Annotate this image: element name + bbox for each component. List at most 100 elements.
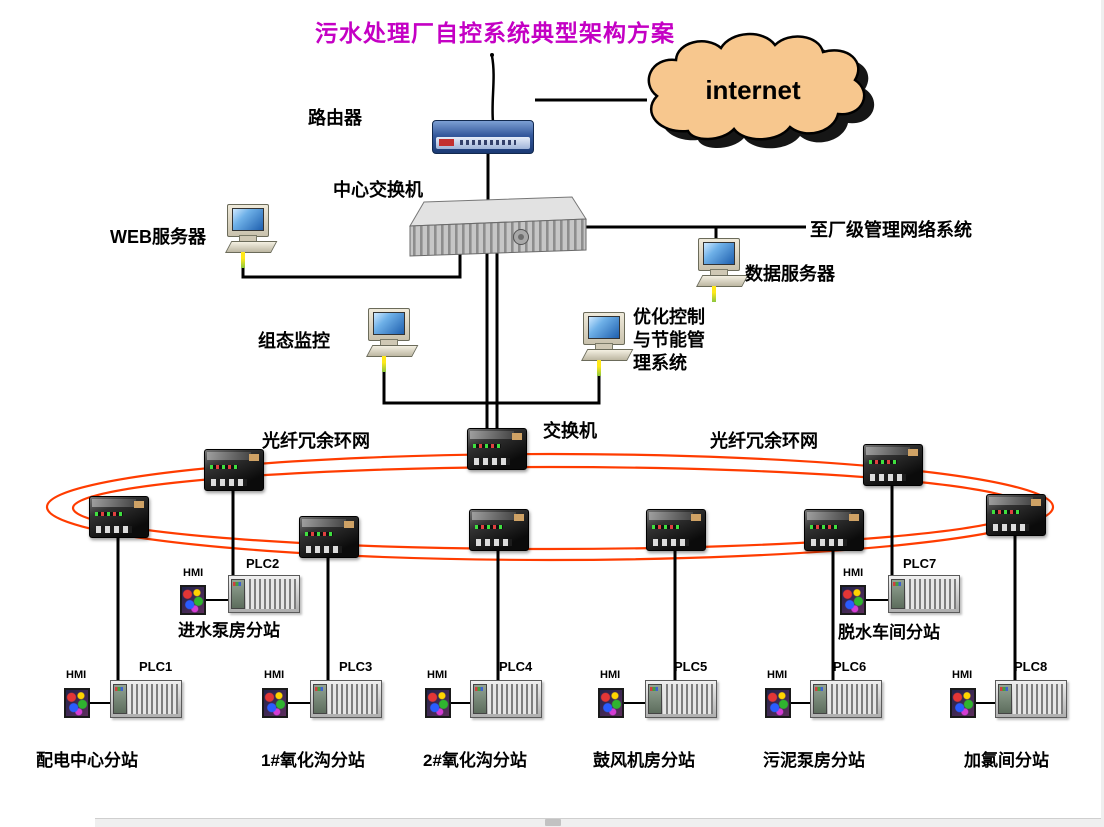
plc-rack-plc4[interactable] bbox=[470, 680, 542, 718]
data-server-icon[interactable] bbox=[693, 238, 749, 302]
hmi-plc-links bbox=[90, 599, 996, 704]
plc-label: PLC3 bbox=[339, 659, 373, 674]
internet-cloud[interactable]: internet bbox=[647, 32, 875, 149]
plc-cpu-module bbox=[113, 684, 127, 714]
plc-rack-plc8[interactable] bbox=[995, 680, 1067, 718]
plc-label: PLC6 bbox=[833, 659, 867, 674]
switch-tag bbox=[908, 449, 918, 456]
switch-ports bbox=[993, 524, 1029, 531]
ring-switch-left-upper[interactable] bbox=[204, 449, 264, 491]
network-cable bbox=[712, 286, 716, 302]
window-right-edge bbox=[1101, 0, 1104, 827]
crt-monitor bbox=[698, 238, 740, 271]
station-name: 污泥泵房分站 bbox=[763, 751, 865, 770]
switch-ports bbox=[870, 474, 906, 481]
page-title: 污水处理厂自控系统典型架构方案 bbox=[315, 21, 675, 46]
optimize-workstation-icon[interactable] bbox=[578, 312, 634, 376]
switch-tag bbox=[134, 501, 144, 508]
switch-tag bbox=[344, 521, 354, 528]
switch-top-highlight bbox=[472, 512, 516, 520]
plc-status-leds bbox=[475, 687, 483, 691]
plc-card-slots bbox=[246, 579, 296, 609]
plc-card-slots bbox=[663, 684, 713, 714]
plc-cpu-module bbox=[313, 684, 327, 714]
keyboard bbox=[581, 349, 634, 361]
keyboard bbox=[366, 345, 419, 357]
station-name: 进水泵房分站 bbox=[178, 621, 280, 640]
ring-switch-right[interactable] bbox=[804, 509, 864, 551]
plant-network-label: 至厂级管理网络系统 bbox=[810, 220, 972, 240]
switch-ports bbox=[476, 539, 512, 546]
scada-monitor-label: 组态监控 bbox=[258, 331, 330, 351]
ring-switch-center[interactable] bbox=[469, 509, 529, 551]
router-brand-badge bbox=[439, 139, 454, 146]
switch-leds bbox=[652, 525, 680, 529]
plc-rack-plc5[interactable] bbox=[645, 680, 717, 718]
horizontal-scrollbar[interactable] bbox=[95, 818, 1104, 827]
switch-tag bbox=[514, 514, 524, 521]
plc-cpu-module bbox=[473, 684, 487, 714]
internet-label: internet bbox=[705, 75, 801, 105]
switch-tag bbox=[512, 433, 522, 440]
hmi-screen-plc7[interactable] bbox=[840, 585, 866, 615]
crt-monitor bbox=[227, 204, 269, 237]
plc-label: PLC5 bbox=[674, 659, 708, 674]
station-name: 鼓风机房分站 bbox=[593, 751, 695, 770]
switch-leds bbox=[475, 525, 503, 529]
data-server-label: 数据服务器 bbox=[745, 264, 835, 284]
optimize-label-line2: 与节能管 bbox=[633, 330, 705, 350]
keyboard bbox=[225, 241, 278, 253]
ring-switch-left-lower[interactable] bbox=[299, 516, 359, 558]
web-server-icon[interactable] bbox=[222, 204, 278, 268]
cloud-shape bbox=[647, 32, 866, 141]
router-device[interactable] bbox=[432, 120, 534, 154]
ring-switch-right-lower[interactable] bbox=[646, 509, 706, 551]
hmi-screen-plc2[interactable] bbox=[180, 585, 206, 615]
scrollbar-thumb[interactable] bbox=[545, 819, 561, 826]
ring-switch-far-left[interactable] bbox=[89, 496, 149, 538]
plc-rack-plc6[interactable] bbox=[810, 680, 882, 718]
central-switch-label: 中心交换机 bbox=[333, 180, 423, 200]
switch-leds bbox=[210, 465, 238, 469]
ring-switch-right-upper[interactable] bbox=[863, 444, 923, 486]
switch-tag bbox=[849, 514, 859, 521]
scada-workstation-icon[interactable] bbox=[363, 308, 419, 372]
switch-tag bbox=[691, 514, 701, 521]
central-switch-device[interactable] bbox=[409, 196, 587, 257]
router-antenna-icon bbox=[490, 53, 495, 123]
switch-ports bbox=[211, 479, 247, 486]
station-name: 加氯间分站 bbox=[964, 751, 1049, 770]
hmi-label: HMI bbox=[952, 669, 973, 681]
hmi-screen-plc3[interactable] bbox=[262, 688, 288, 718]
plc-rack-plc7[interactable] bbox=[888, 575, 960, 613]
hmi-screen-plc1[interactable] bbox=[64, 688, 90, 718]
hmi-label: HMI bbox=[66, 669, 87, 681]
plc-status-leds bbox=[815, 687, 823, 691]
optimize-label-line1: 优化控制 bbox=[633, 307, 705, 327]
plc-status-leds bbox=[1000, 687, 1008, 691]
plc-rack-plc3[interactable] bbox=[310, 680, 382, 718]
plc-status-leds bbox=[650, 687, 658, 691]
hmi-screen-plc8[interactable] bbox=[950, 688, 976, 718]
plc-rack-plc2[interactable] bbox=[228, 575, 300, 613]
plc-label: PLC7 bbox=[903, 556, 937, 571]
station-name: 脱水车间分站 bbox=[838, 623, 940, 642]
ring-switch-top[interactable] bbox=[467, 428, 527, 470]
plc-cpu-module bbox=[648, 684, 662, 714]
plc-card-slots bbox=[828, 684, 878, 714]
plc-card-slots bbox=[906, 579, 956, 609]
ring-switch-far-right[interactable] bbox=[986, 494, 1046, 536]
router-ports bbox=[460, 140, 516, 145]
station-name: 1#氧化沟分站 bbox=[261, 751, 365, 770]
switch-top-highlight bbox=[470, 431, 514, 439]
connection-lines bbox=[116, 98, 1017, 682]
plc-label: PLC4 bbox=[499, 659, 533, 674]
hmi-screen-plc4[interactable] bbox=[425, 688, 451, 718]
switch-top-highlight bbox=[989, 497, 1033, 505]
central-switch-front bbox=[409, 218, 587, 257]
hmi-screen-plc6[interactable] bbox=[765, 688, 791, 718]
plc-cpu-module bbox=[231, 579, 245, 609]
hmi-screen-plc5[interactable] bbox=[598, 688, 624, 718]
plc-rack-plc1[interactable] bbox=[110, 680, 182, 718]
